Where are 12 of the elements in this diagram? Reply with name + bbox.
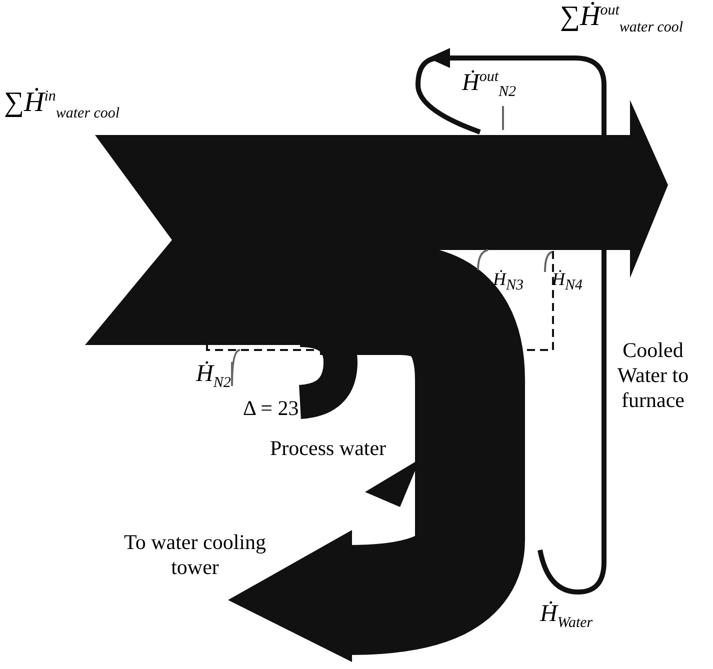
flow-label: Cooled Water to furnace bbox=[616, 338, 690, 414]
enthalpy-symbol: Ḣ$_{N3}$ bbox=[493, 270, 524, 294]
flow-label: To water cooling tower bbox=[123, 530, 267, 580]
leader-line bbox=[477, 249, 488, 270]
leader-line bbox=[231, 349, 240, 387]
enthalpy-symbol: Ḣ$_{N2}$ bbox=[196, 362, 231, 392]
enthalpy-symbol: Ḣ$_{N4}$ bbox=[552, 270, 583, 294]
flow-label: Process water bbox=[270, 436, 386, 462]
enthalpy-symbol: Ḣ$_{Water}$ bbox=[540, 602, 593, 632]
value-label: Δ = 23 bbox=[243, 396, 299, 422]
leader-line bbox=[502, 106, 504, 130]
leader-line bbox=[544, 251, 552, 272]
